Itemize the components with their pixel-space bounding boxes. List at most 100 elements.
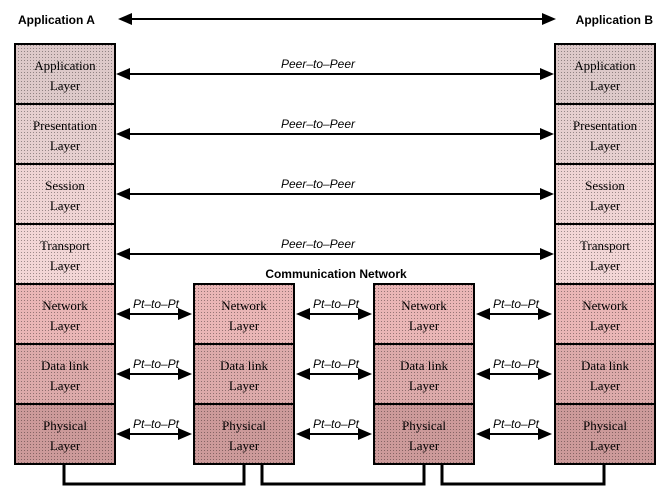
layer-border xyxy=(554,283,656,345)
layer-suffix: Layer xyxy=(50,78,81,93)
pt-label: Pt–to–Pt xyxy=(493,357,540,371)
layer-suffix: Layer xyxy=(409,318,440,333)
pt-arrow-middle-physical: Pt–to–Pt xyxy=(296,417,372,440)
layer-name: Physical xyxy=(43,418,87,433)
layer-name: Physical xyxy=(222,418,266,433)
layer-name: Data link xyxy=(220,358,269,373)
layer-name: Network xyxy=(582,298,628,313)
layer-suffix: Layer xyxy=(229,438,260,453)
application-b-label: Application B xyxy=(576,13,654,27)
layer-name: Presentation xyxy=(33,118,98,133)
layer-border xyxy=(193,343,295,405)
layer-name: Presentation xyxy=(573,118,638,133)
layer-border xyxy=(554,103,656,165)
pt-arrow-right-datalink: Pt–to–Pt xyxy=(476,357,552,380)
pt-arrow-middle-datalink: Pt–to–Pt xyxy=(296,357,372,380)
peer-arrow-transport: Peer–to–Peer xyxy=(116,237,554,260)
layer-suffix: Layer xyxy=(590,378,621,393)
layer-border xyxy=(554,163,656,225)
layer-name: Session xyxy=(585,178,625,193)
layer-suffix: Layer xyxy=(590,258,621,273)
layer-name: Physical xyxy=(402,418,446,433)
pt-label: Pt–to–Pt xyxy=(133,297,180,311)
layer-name: Transport xyxy=(580,238,630,253)
layer-name: Transport xyxy=(40,238,90,253)
layer-suffix: Layer xyxy=(229,378,260,393)
layer-suffix: Layer xyxy=(229,318,260,333)
layer-border xyxy=(554,223,656,285)
layer-border xyxy=(373,343,475,405)
layer-name: Data link xyxy=(41,358,90,373)
peer-arrow-session: Peer–to–Peer xyxy=(116,177,554,200)
layer-border xyxy=(373,283,475,345)
right-host-stack: ApplicationLayerPresentationLayerSession… xyxy=(554,43,656,465)
layer-border xyxy=(14,283,116,345)
layer-border xyxy=(14,163,116,225)
pt-label: Pt–to–Pt xyxy=(313,357,360,371)
pt-arrow-left-network: Pt–to–Pt xyxy=(116,297,192,320)
peer-label-transport: Peer–to–Peer xyxy=(281,237,356,251)
layer-border xyxy=(193,403,295,465)
layer-border xyxy=(14,343,116,405)
peer-label-session: Peer–to–Peer xyxy=(281,177,356,191)
pt-label: Pt–to–Pt xyxy=(493,417,540,431)
layer-name: Network xyxy=(42,298,88,313)
layer-suffix: Layer xyxy=(590,138,621,153)
pt-arrow-left-datalink: Pt–to–Pt xyxy=(116,357,192,380)
pt-arrow-left-physical: Pt–to–Pt xyxy=(116,417,192,440)
layer-name: Network xyxy=(401,298,447,313)
layer-border xyxy=(373,403,475,465)
layer-border xyxy=(554,43,656,105)
layer-border xyxy=(14,223,116,285)
pt-arrow-right-network: Pt–to–Pt xyxy=(476,297,552,320)
physical-medium-link xyxy=(62,465,606,486)
pt-arrow-right-physical: Pt–to–Pt xyxy=(476,417,552,440)
layer-suffix: Layer xyxy=(409,438,440,453)
layer-suffix: Layer xyxy=(409,378,440,393)
layer-suffix: Layer xyxy=(590,438,621,453)
layer-suffix: Layer xyxy=(50,198,81,213)
layer-suffix: Layer xyxy=(50,378,81,393)
layer-name: Data link xyxy=(581,358,630,373)
peer-arrow-presentation: Peer–to–Peer xyxy=(116,117,554,140)
layer-name: Application xyxy=(574,58,636,73)
layer-name: Application xyxy=(34,58,96,73)
layer-suffix: Layer xyxy=(50,138,81,153)
layer-name: Physical xyxy=(583,418,627,433)
application-arrow xyxy=(118,13,556,25)
layer-suffix: Layer xyxy=(50,258,81,273)
layer-border xyxy=(554,403,656,465)
layer-name: Data link xyxy=(400,358,449,373)
left-host-stack: ApplicationLayerPresentationLayerSession… xyxy=(14,43,116,465)
pt-label: Pt–to–Pt xyxy=(313,417,360,431)
peer-label-presentation: Peer–to–Peer xyxy=(281,117,356,131)
layer-name: Session xyxy=(45,178,85,193)
layer-border xyxy=(14,403,116,465)
pt-label: Pt–to–Pt xyxy=(313,297,360,311)
layer-border xyxy=(554,343,656,405)
peer-label-application: Peer–to–Peer xyxy=(281,57,356,71)
layer-suffix: Layer xyxy=(590,78,621,93)
layer-border xyxy=(14,103,116,165)
layer-suffix: Layer xyxy=(50,438,81,453)
